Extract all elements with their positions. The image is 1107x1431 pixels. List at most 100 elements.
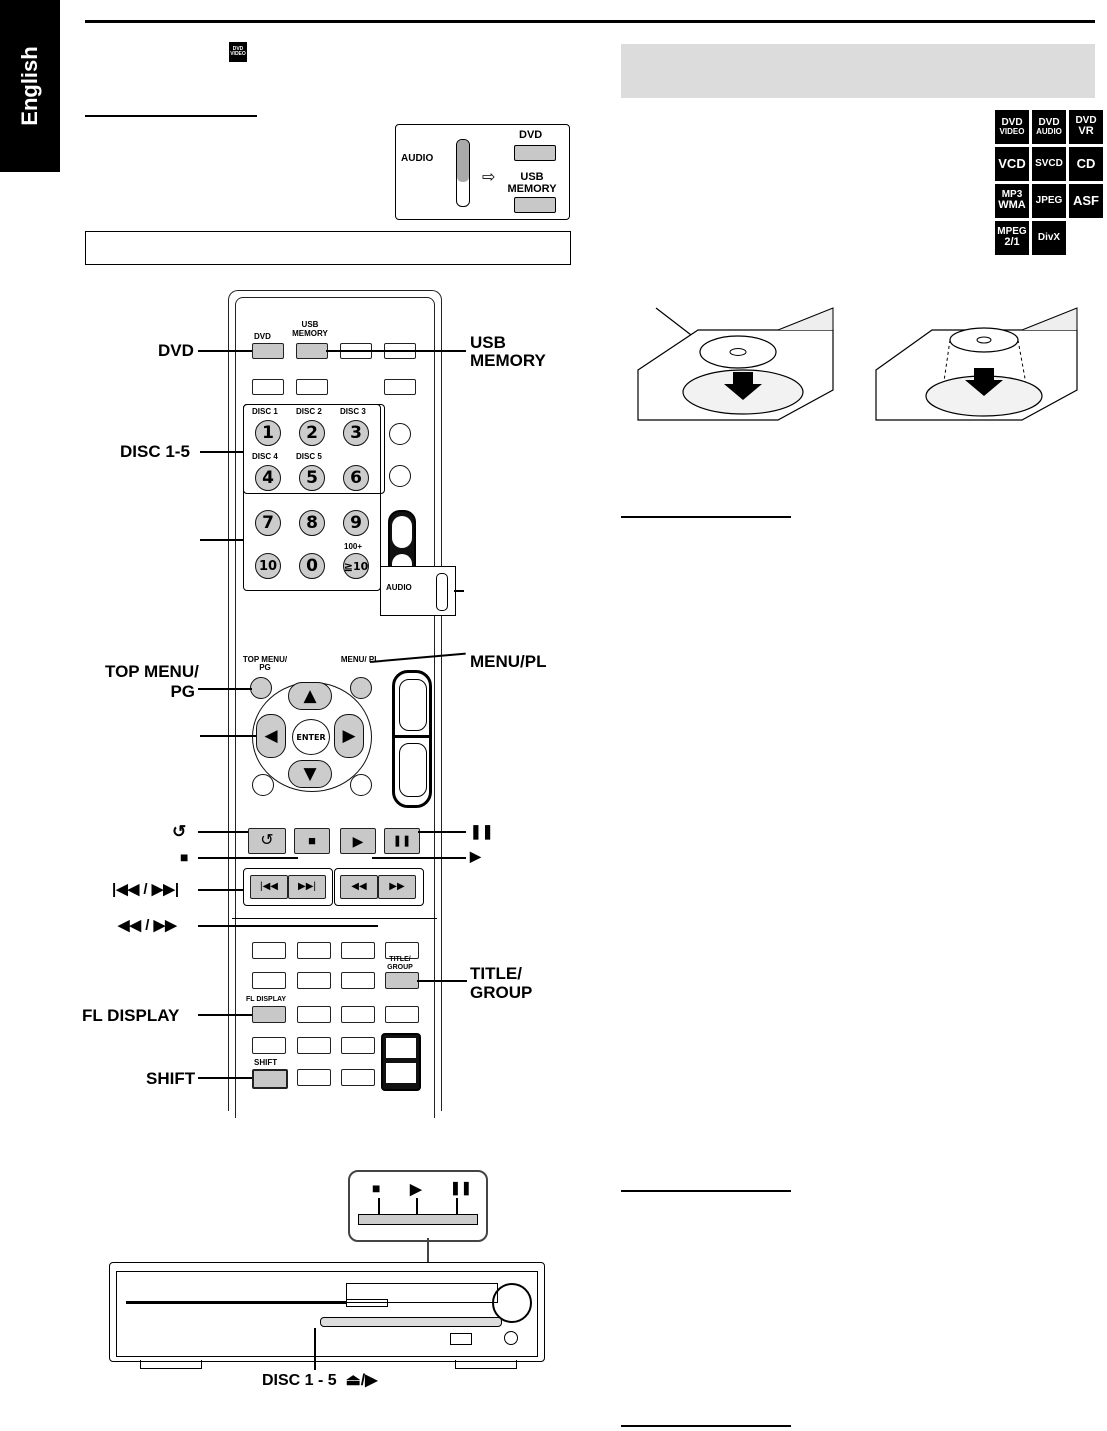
skip-forward-button[interactable]: ▶▶| [288,875,326,899]
number-button-4[interactable]: 4 [255,465,281,491]
pause-button[interactable]: ❚❚ [384,828,420,854]
remote-blank-button[interactable] [341,1037,375,1054]
remote-round-button[interactable] [350,774,372,796]
remote-blank-button[interactable] [297,1006,331,1023]
audio-slider [456,139,470,207]
title-group-caption: TITLE/ GROUP [387,956,413,971]
usb-memory-button[interactable] [296,343,328,359]
remote-round-button[interactable] [252,774,274,796]
remote-blank-button[interactable] [341,972,375,989]
remote-blank-button[interactable] [252,942,286,959]
search-callout: ◀◀ / ▶▶ [118,917,177,934]
disc-type-badge: DivX [1032,221,1066,255]
leader-line [200,539,243,541]
usb-switch-label: USB MEMORY [507,171,557,195]
vertical-rocker[interactable] [381,1033,421,1091]
number-button-0[interactable]: 0 [299,553,325,579]
play-button[interactable]: ▶ [340,828,376,854]
right-arrow-button[interactable]: ▶ [334,714,364,758]
disc-type-badge: VCD [995,147,1029,181]
volume-knob [492,1283,532,1323]
remote-blank-button[interactable] [297,942,331,959]
remote-round-button[interactable] [389,465,411,487]
number-button-2[interactable]: 2 [299,420,325,446]
search-frame [334,868,424,906]
remote-audio-switch[interactable]: AUDIO [380,566,456,616]
menu-pl-button[interactable] [350,677,372,699]
down-arrow-button[interactable]: ▼ [288,760,332,788]
disc-2-label: DISC 2 [296,407,322,416]
title-group-callout: TITLE/ GROUP [470,964,533,1002]
remote-blank-button[interactable] [341,942,375,959]
return-button[interactable]: ↺ [248,828,286,854]
fl-display-button[interactable] [252,1006,286,1023]
usb-memory-callout: USB MEMORY [470,333,546,370]
disc-type-badge: CD [1069,147,1103,181]
enter-button[interactable]: ENTER [292,719,330,755]
headphone-jack [504,1331,518,1345]
top-menu-button[interactable] [250,677,272,699]
number-button-10plus[interactable]: ≧10 [343,553,369,579]
dvd-button[interactable] [252,343,284,359]
disc-loading-illustration-1 [628,300,840,436]
language-label: English [17,46,42,126]
number-button-1[interactable]: 1 [255,420,281,446]
left-arrow-button[interactable]: ◀ [256,714,286,758]
display-window [346,1283,498,1303]
top-menu-callout: TOP MENU/ PG [105,662,199,701]
leader-line [372,857,466,859]
number-button-10[interactable]: 10 [255,553,281,579]
unit-foot [455,1360,517,1369]
leader-line [454,590,464,592]
leader-line [200,735,256,737]
dvd-video-icon: DVD VIDEO [229,42,247,62]
remote-divider [232,918,437,919]
dvd-switch-button [514,145,556,161]
remote-blank-button[interactable] [297,972,331,989]
stop-button[interactable]: ■ [294,828,330,854]
leader-line [198,688,252,690]
unit-pause-label: ❚❚ [450,1180,472,1195]
remote-blank-button[interactable] [297,1037,331,1054]
fast-forward-button[interactable]: ▶▶ [378,875,416,899]
disc-5-label: DISC 5 [296,452,322,461]
section-header-bar [621,44,1095,98]
remote-blank-button[interactable] [341,1006,375,1023]
title-group-button[interactable] [385,972,419,989]
skip-back-button[interactable]: |◀◀ [250,875,288,899]
remote-round-button[interactable] [389,423,411,445]
rewind-button[interactable]: ◀◀ [340,875,378,899]
channel-rocker[interactable] [392,670,432,808]
disc-1-5-callout: DISC 1-5 [120,442,190,461]
fl-display-callout: FL DISPLAY [82,1006,180,1025]
remote-blank-button[interactable] [252,379,284,395]
number-button-6[interactable]: 6 [343,465,369,491]
remote-blank-button[interactable] [341,1069,375,1086]
number-button-3[interactable]: 3 [343,420,369,446]
remote-blank-button[interactable] [384,379,416,395]
number-button-8[interactable]: 8 [299,510,325,536]
up-arrow-button[interactable]: ▲ [288,682,332,710]
remote-blank-button[interactable] [252,972,286,989]
number-button-9[interactable]: 9 [343,510,369,536]
remote-blank-button[interactable] [385,1006,419,1023]
remote-blank-button[interactable] [297,1069,331,1086]
number-button-7[interactable]: 7 [255,510,281,536]
shift-button[interactable] [252,1069,288,1089]
unit-play-label: ▶ [410,1181,422,1198]
audio-switch-diagram: AUDIO ⇨ DVD USB MEMORY [395,124,570,220]
main-unit [109,1262,545,1362]
leader-line [417,980,467,982]
disc-type-badge: JPEG [1032,184,1066,218]
disc-1-label: DISC 1 [252,407,278,416]
remote-blank-button[interactable] [296,379,328,395]
number-button-5[interactable]: 5 [299,465,325,491]
arrow-right-icon: ⇨ [482,169,496,186]
remote-blank-button[interactable] [252,1037,286,1054]
shift-caption: SHIFT [254,1058,278,1067]
remote-blank-button[interactable] [385,942,419,959]
skip-callout: |◀◀ / ▶▶| [112,881,180,898]
leader-line [198,831,248,833]
